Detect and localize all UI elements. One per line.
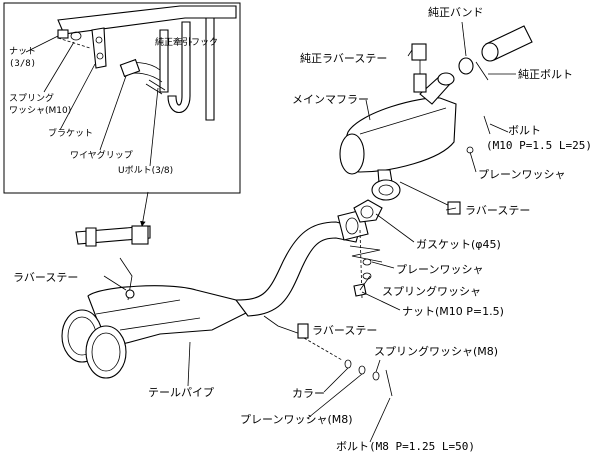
oem-band-label: 純正バンド xyxy=(428,6,484,19)
main-muffler-drawing xyxy=(339,25,533,215)
inset-bracket-label: ブラケット xyxy=(48,129,94,139)
rubber-stay-lower-label: ラバーステー xyxy=(312,324,378,337)
rubber-stay-left-label: ラバーステー xyxy=(13,271,79,284)
oem-rubber-stay-label: 純正ラバーステー xyxy=(300,52,388,65)
inset-nut-spec: (3/8) xyxy=(9,59,37,69)
inset-hook-label: 純正牽引フック xyxy=(155,38,219,48)
bolt-m10-spec: (M10 P=1.5 L=25) xyxy=(486,139,592,152)
collar-label: カラー xyxy=(292,387,325,400)
plain-washer-m8-label: プレーンワッシャ(M8) xyxy=(240,413,353,426)
tail-pipe-label: テールパイプ xyxy=(148,386,214,399)
bolt-m10-label: ボルト xyxy=(508,124,541,137)
inset-hook-drawing xyxy=(57,5,237,121)
nut-m10-label: ナット(M10 P=1.5) xyxy=(402,305,504,318)
bolt-m8-label: ボルト(M8 P=1.25 L=50) xyxy=(336,440,475,453)
main-muffler-label: メインマフラー xyxy=(292,93,369,106)
inset-wire-grip-label: ワイヤグリップ xyxy=(70,151,133,161)
spring-washer-m8-label: スプリングワッシャ(M8) xyxy=(374,345,499,358)
spring-washer-mid-label: スプリングワッシャ xyxy=(382,285,481,298)
main-leaders xyxy=(103,21,516,443)
inset-spring-washer-label-2: ワッシャ(M10) xyxy=(9,106,72,116)
inset-ubolt-label: Uボルト(3/8) xyxy=(118,166,174,176)
oem-bolt-label: 純正ボルト xyxy=(518,68,573,81)
rear-hook-drawing xyxy=(75,225,151,247)
inset-frame xyxy=(3,2,241,194)
tail-pipe-drawing xyxy=(61,209,369,379)
gasket-label: ガスケット(φ45) xyxy=(416,238,501,251)
inset-leaders xyxy=(25,35,192,167)
plain-washer-upper-label: プレーンワッシャ xyxy=(478,168,566,181)
rubber-stay-right-label: ラバーステー xyxy=(465,204,531,217)
inset-nut-label: ナット xyxy=(9,47,37,57)
inset-pointer-arrow xyxy=(140,191,149,227)
inset-spring-washer-label: スプリング xyxy=(9,94,55,104)
gasket-drawing xyxy=(353,199,383,223)
plain-washer-mid-label: プレーンワッシャ xyxy=(396,263,484,276)
